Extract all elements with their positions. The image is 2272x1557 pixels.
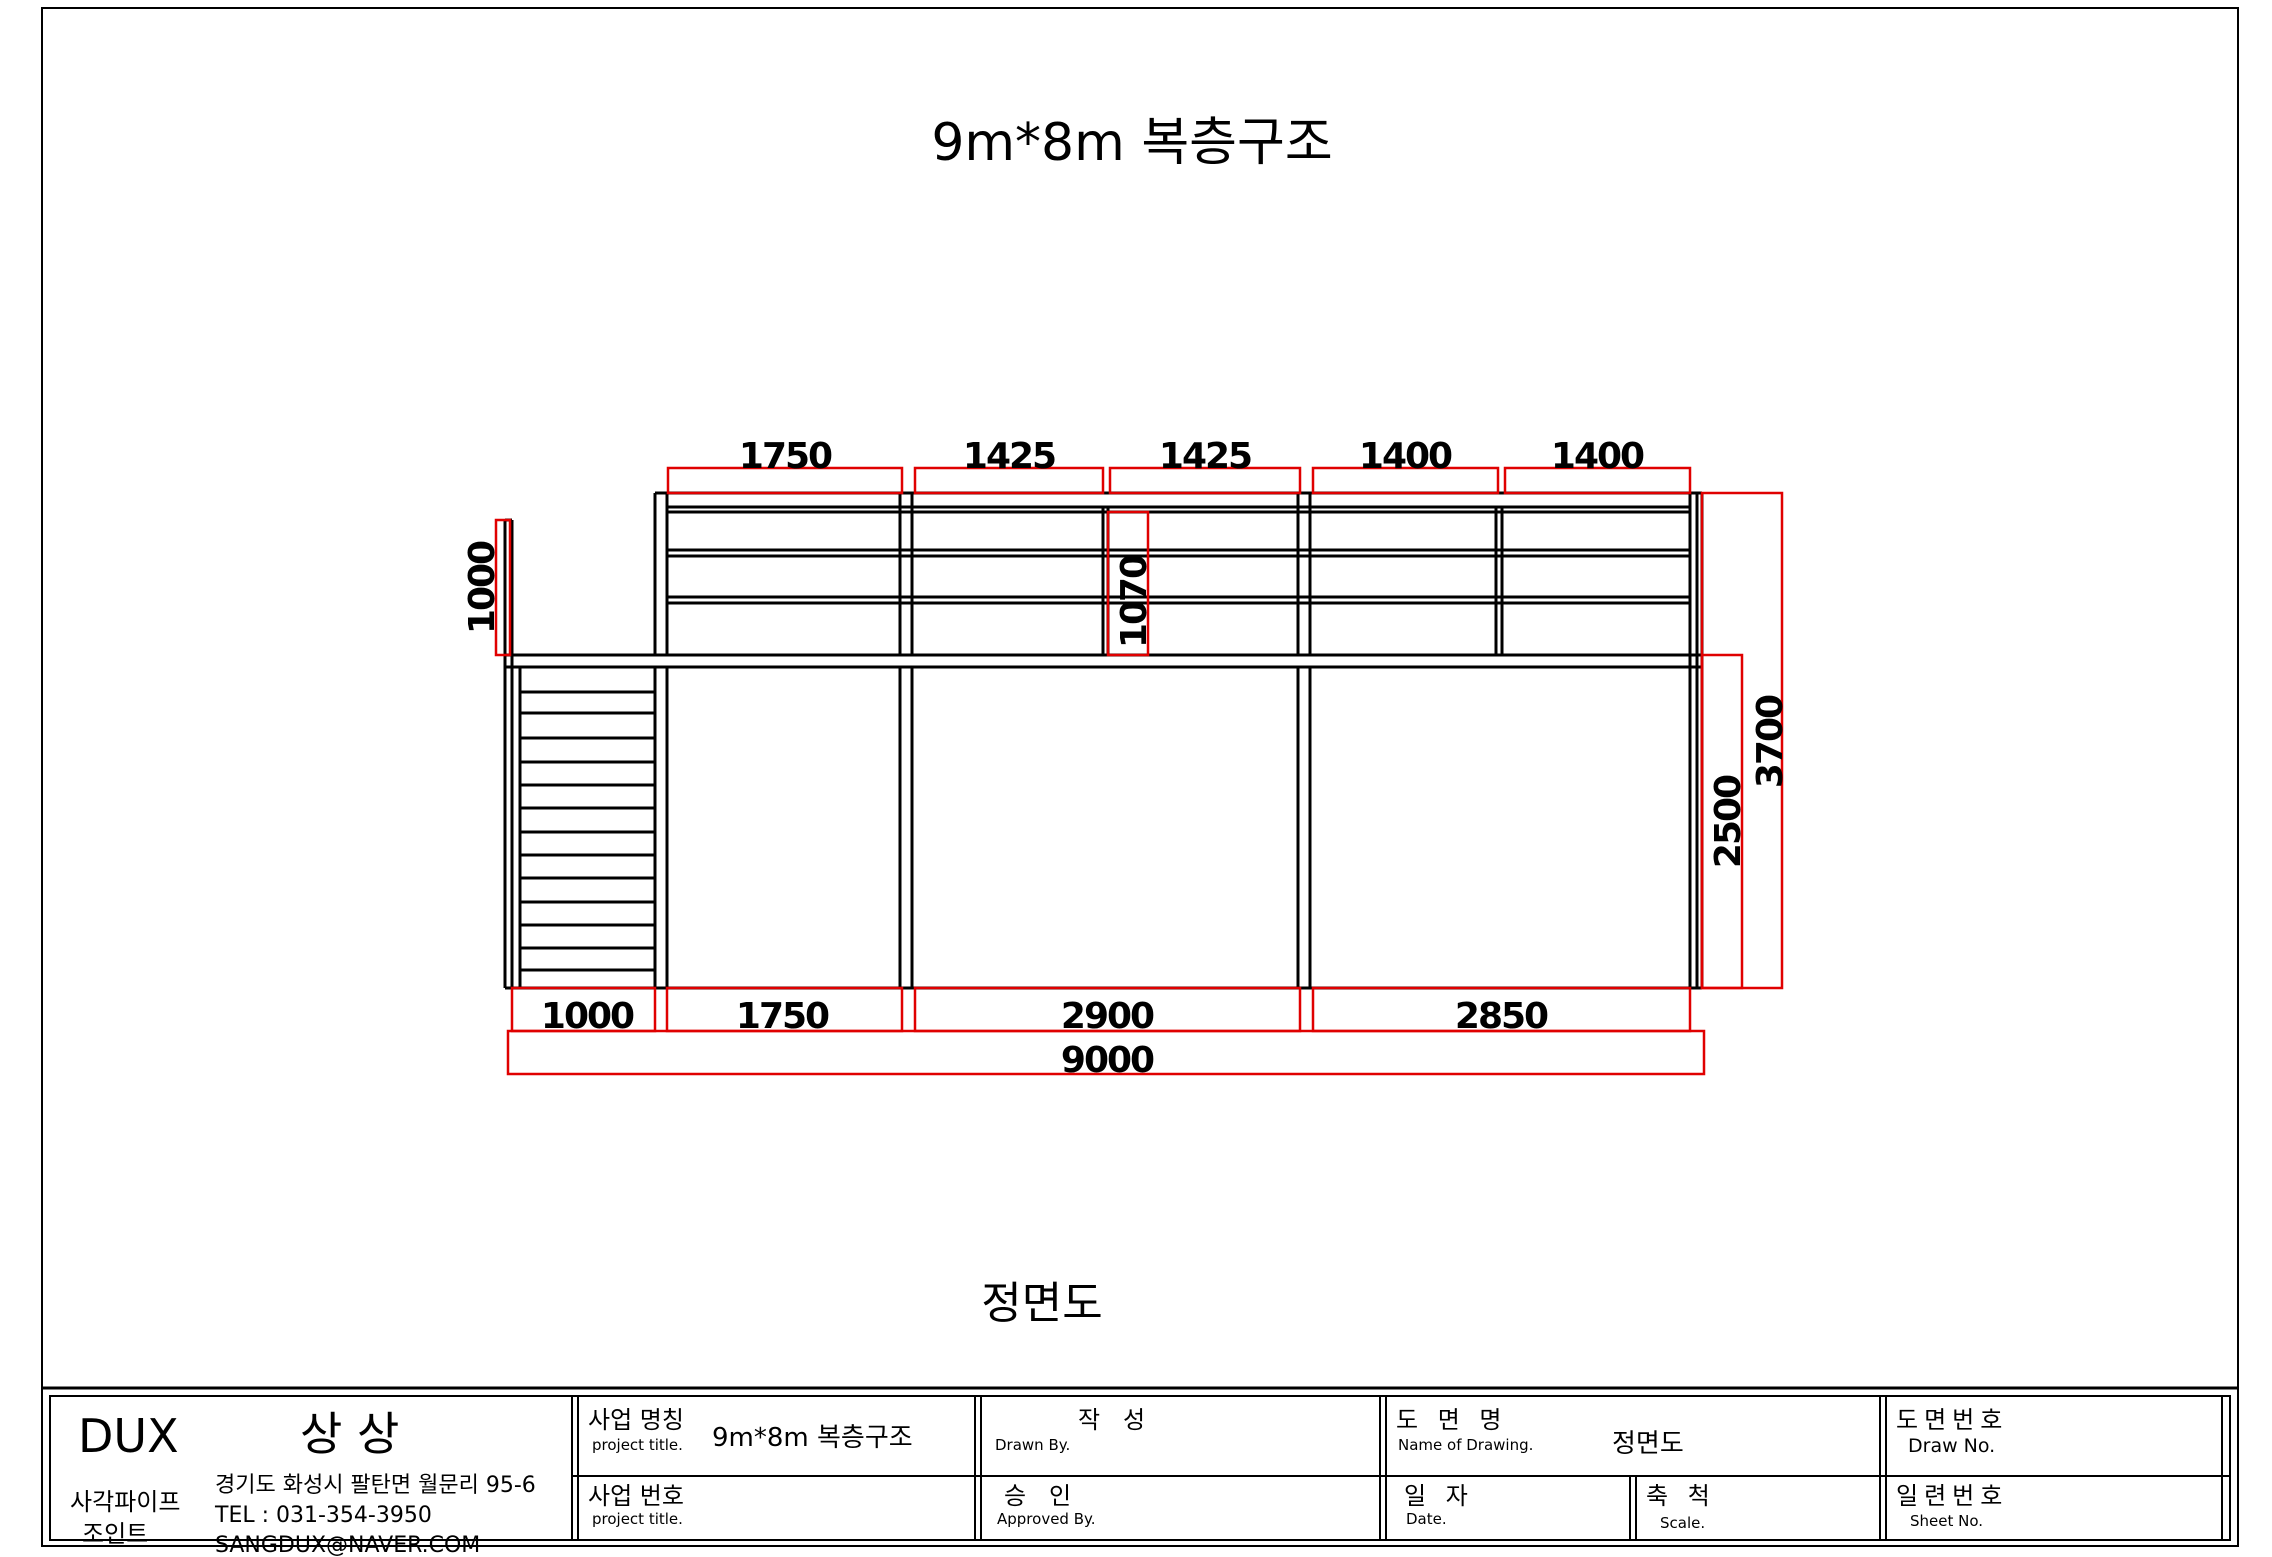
dim-top-5: 1400: [1551, 436, 1644, 477]
drawing-name-label: 도 면 명: [1396, 1406, 1508, 1434]
dim-bottom-4: 2850: [1455, 996, 1548, 1037]
drawn-by-label: 작 성: [1078, 1406, 1145, 1434]
dim-bottom-3: 2900: [1061, 996, 1154, 1037]
scale-label: 축 척: [1646, 1482, 1716, 1510]
dim-top-3: 1425: [1159, 436, 1251, 477]
drawn-by-sub: Drawn By.: [995, 1436, 1070, 1454]
company-tel: TEL : 031-354-3950: [214, 1503, 432, 1528]
project-name-sub: project title.: [592, 1436, 683, 1454]
project-name-value: 9m*8m 복층구조: [712, 1423, 913, 1453]
approved-by-sub: Approved By.: [997, 1510, 1096, 1528]
project-name-label: 사업 명칭: [588, 1406, 684, 1434]
title-block: [42, 1386, 2238, 1541]
draw-no-label: 도면번호: [1896, 1406, 2008, 1434]
approved-by-label: 승 인: [1004, 1482, 1071, 1510]
dim-bottom-2: 1750: [736, 996, 829, 1037]
structure-frame: [503, 491, 1704, 990]
dim-top-2: 1425: [963, 436, 1055, 477]
date-label: 일 자: [1404, 1482, 1474, 1510]
drawing-title: 9m*8m 복층구조: [931, 113, 1332, 173]
company-line1: 사각파이프: [70, 1488, 180, 1516]
draw-no-sub: Draw No.: [1908, 1435, 1995, 1457]
sheet-border: [41, 7, 2239, 1547]
dim-left-rail: 1000: [462, 541, 503, 634]
dimension-labels: 1750 1425 1425 1400 1400 1000 1750 2900 …: [462, 436, 1791, 1081]
project-no-sub: project title.: [592, 1510, 683, 1528]
dim-lower-height: 2500: [1708, 775, 1749, 868]
company-name: 상 상: [300, 1407, 399, 1461]
dimension-lines: [494, 466, 1784, 1076]
company-email: SANGDUX@NAVER.COM: [215, 1533, 480, 1557]
company-address: 경기도 화성시 팔탄면 월문리 95-6: [215, 1473, 536, 1498]
stair-treads: [520, 690, 655, 972]
sheet-no-label: 일련번호: [1896, 1482, 2008, 1510]
dim-top-1: 1750: [739, 436, 832, 477]
company-line2: 조인트: [82, 1520, 148, 1548]
project-no-label: 사업 번호: [588, 1482, 684, 1510]
date-sub: Date.: [1406, 1510, 1447, 1528]
title-block-text: DUX 상 상 사각파이프 조인트 경기도 화성시 팔탄면 월문리 95-6 T…: [70, 1406, 2008, 1557]
drawing-name-value: 정면도: [1612, 1429, 1684, 1459]
company-brand: DUX: [78, 1409, 179, 1463]
dim-total-height: 3700: [1750, 695, 1791, 788]
drawing-name-sub: Name of Drawing.: [1398, 1436, 1533, 1454]
dim-center-rail: 1070: [1114, 555, 1155, 648]
dim-top-4: 1400: [1359, 436, 1452, 477]
dim-bottom-1: 1000: [541, 996, 634, 1037]
view-name: 정면도: [981, 1278, 1102, 1329]
sheet-no-sub: Sheet No.: [1910, 1512, 1983, 1530]
dim-total: 9000: [1061, 1040, 1154, 1081]
scale-sub: Scale.: [1660, 1514, 1705, 1532]
